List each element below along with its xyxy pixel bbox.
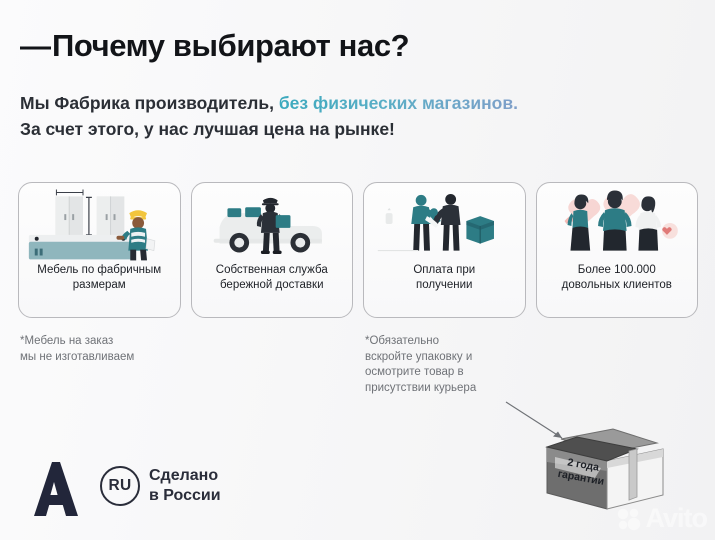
factory-wardrobe-icon <box>19 183 180 263</box>
subtitle-line-1: Мы Фабрика производитель, без физических… <box>20 90 518 116</box>
made-in-russia-badge: RU Сделано в России <box>100 466 221 506</box>
happy-customers-icon <box>537 183 698 263</box>
pointer-arrow-icon <box>500 396 620 456</box>
page-title-text: Почему выбирают нас? <box>52 28 410 63</box>
page-title: —Почему выбирают нас? <box>20 28 410 64</box>
avito-logo-icon <box>617 508 640 530</box>
subtitle: Мы Фабрика производитель, без физических… <box>20 90 518 142</box>
note-open-package: *Обязательно вскройте упаковку и осмотри… <box>365 335 477 394</box>
feature-card-4[interactable]: Более 100.000 довольных клиентов <box>535 182 698 318</box>
note-custom-furniture: *Мебель на заказ мы не изготавливаем <box>20 335 135 363</box>
warranty-box-graphic: 2 года гарантии <box>525 415 690 520</box>
delivery-truck-icon <box>192 183 353 263</box>
made-in-russia-text: Сделано в России <box>149 467 221 504</box>
feature-card-3[interactable]: Оплата при получении <box>363 182 526 318</box>
title-dash: — <box>20 28 51 63</box>
feature-card-1[interactable]: Мебель по фабричным размерам <box>18 182 181 318</box>
feature-card-2[interactable]: Собственная служба бережной доставки <box>190 182 353 318</box>
brand-logo-a <box>26 460 82 516</box>
avito-watermark-text: Avito <box>645 503 708 533</box>
feature-card-3-label: Оплата при получении <box>413 264 476 291</box>
payment-handshake-icon <box>364 183 525 263</box>
avito-watermark: Avito <box>616 503 708 534</box>
feature-card-1-label: Мебель по фабричным размерам <box>37 264 162 291</box>
feature-cards: Мебель по фабричным размерам <box>18 182 698 318</box>
feature-card-2-label: Собственная служба бережной доставки <box>215 264 328 291</box>
subtitle-line-2: За счет этого, у нас лучшая цена на рынк… <box>20 119 395 139</box>
ru-code-circle: RU <box>100 466 140 506</box>
feature-card-4-label: Более 100.000 довольных клиентов <box>561 264 672 291</box>
subtitle-plain-text: Мы Фабрика производитель, <box>20 93 274 113</box>
subtitle-accent-text: без физических магазинов. <box>273 93 518 113</box>
